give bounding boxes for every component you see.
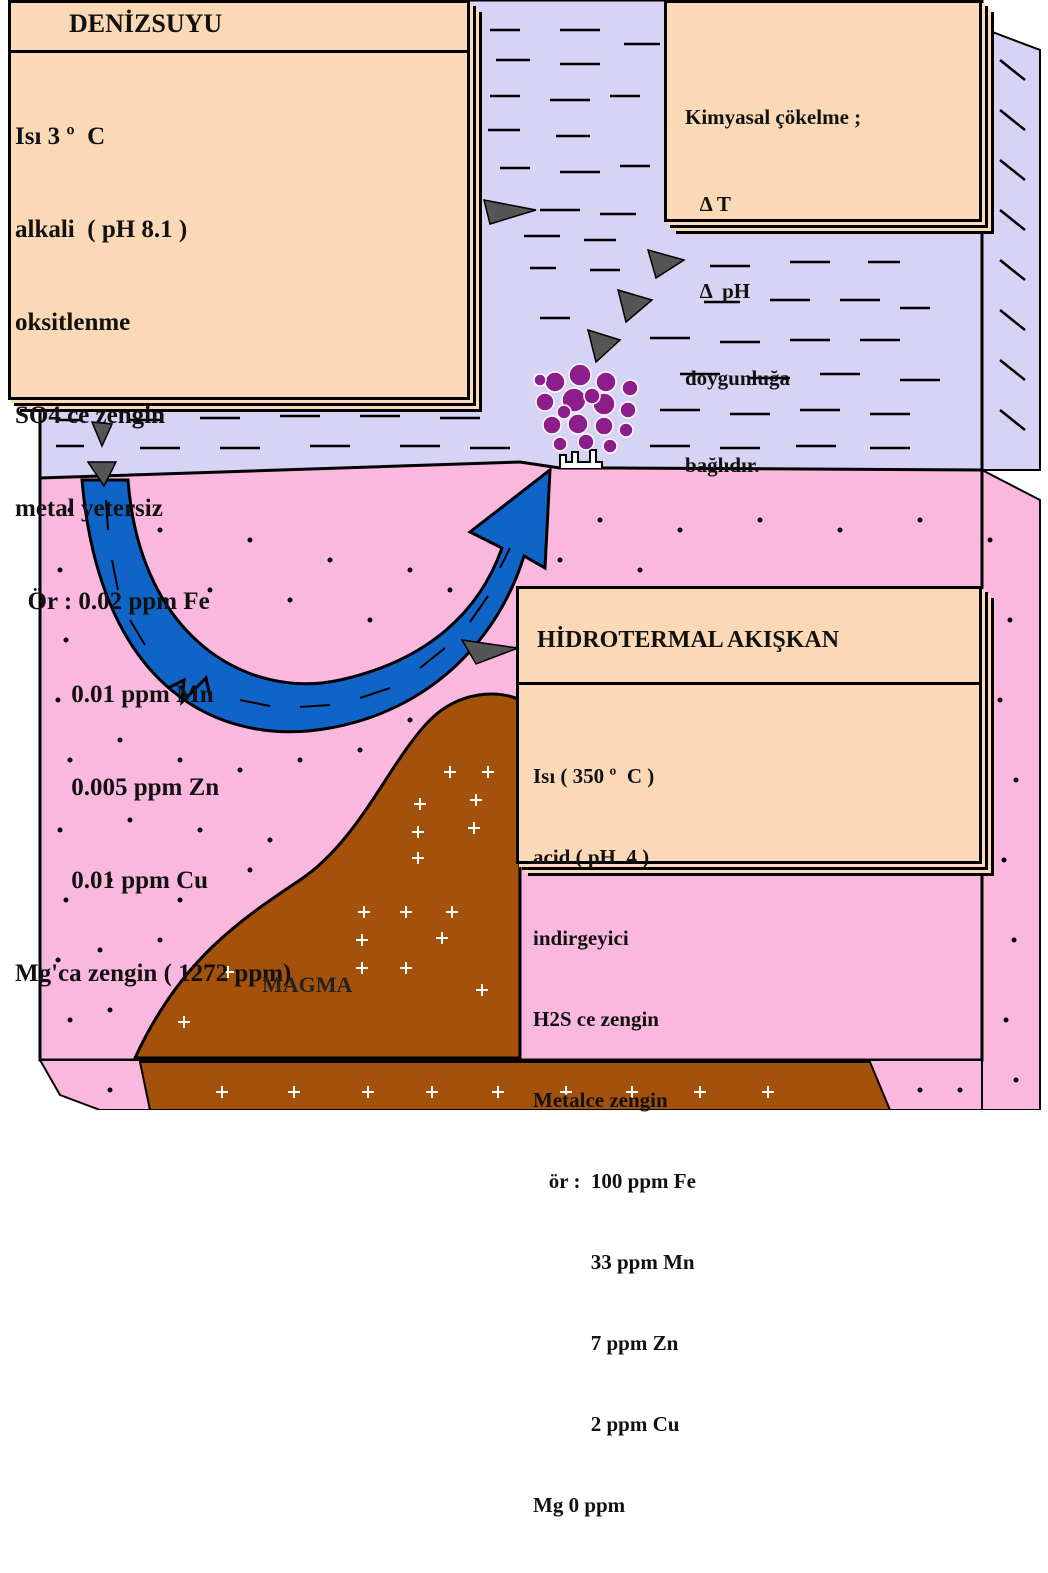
- precipitation-line: Δ pH: [685, 277, 979, 306]
- precipitation-line: bağlıdır.: [685, 451, 979, 480]
- precipitation-info-box: Kimyasal çökelme ; Δ T Δ pH doygunluğa b…: [664, 0, 982, 222]
- seawater-line: oksitlenme: [15, 307, 467, 338]
- precipitation-line: doygunluğa: [685, 364, 979, 393]
- seawater-line: alkali ( pH 8.1 ): [15, 214, 467, 245]
- precipitation-text: Kimyasal çökelme ; Δ T Δ pH doygunluğa b…: [667, 3, 979, 538]
- seawater-info-box: DENİZSUYU Isı 3 º C alkali ( pH 8.1 ) ok…: [8, 0, 470, 400]
- seawater-line: metal yetersiz: [15, 493, 467, 524]
- block-side-crust: [982, 470, 1040, 1110]
- hydrothermal-line: ör : 100 ppm Fe: [533, 1168, 979, 1195]
- seawater-title: DENİZSUYU: [11, 3, 467, 53]
- hydrothermal-info-box: HİDROTERMAL AKIŞKAN Isı ( 350 º C ) acid…: [516, 586, 982, 864]
- hydrothermal-line: 2 ppm Cu: [533, 1411, 979, 1438]
- hydrothermal-line: H2S ce zengin: [533, 1006, 979, 1033]
- seawater-line: SO4 ce zengin: [15, 400, 467, 431]
- seawater-line: 0.01 ppm Cu: [15, 865, 467, 896]
- hydrothermal-line: indirgeyici: [533, 925, 979, 952]
- magma-label: MAGMA: [262, 972, 352, 998]
- seawater-line: Isı 3 º C: [15, 121, 467, 152]
- hydrothermal-line: 7 ppm Zn: [533, 1330, 979, 1357]
- hydrothermal-title: HİDROTERMAL AKIŞKAN: [519, 589, 979, 685]
- hydrothermal-properties: Isı ( 350 º C ) acid ( pH 4 ) indirgeyic…: [519, 685, 979, 1573]
- seawater-line: 0.01 ppm Mn: [15, 679, 467, 710]
- precipitation-line: Kimyasal çökelme ;: [685, 103, 979, 132]
- seawater-line: Ör : 0.02 ppm Fe: [15, 586, 467, 617]
- hydrothermal-line: Mg 0 ppm: [533, 1492, 979, 1519]
- hydrothermal-line: 33 ppm Mn: [533, 1249, 979, 1276]
- seawater-properties: Isı 3 º C alkali ( pH 8.1 ) oksitlenme S…: [11, 53, 467, 1051]
- hydrothermal-line: acid ( pH 4 ): [533, 844, 979, 871]
- seawater-line: Mg'ca zengin ( 1272 ppm): [15, 958, 467, 989]
- block-side-sea: [982, 28, 1040, 470]
- seawater-line: 0.005 ppm Zn: [15, 772, 467, 803]
- hydrothermal-line: Isı ( 350 º C ): [533, 763, 979, 790]
- precipitation-line: Δ T: [685, 190, 979, 219]
